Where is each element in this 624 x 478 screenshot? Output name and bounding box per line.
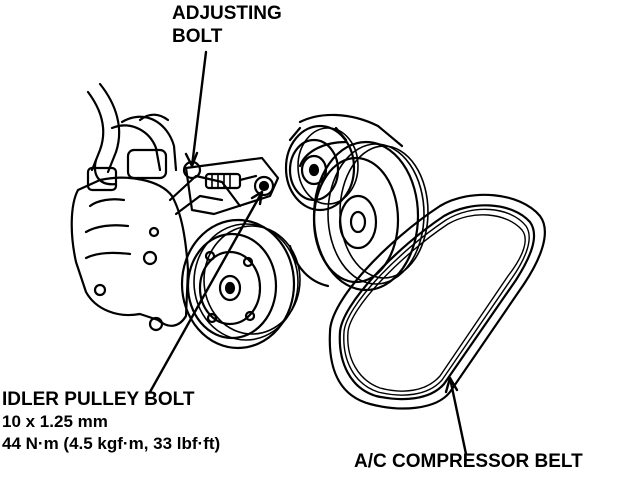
idler-pulley-bolt-torque: 44 N·m (4.5 kgf·m, 33 lbf·ft) xyxy=(2,434,221,453)
idler-pulley xyxy=(284,124,359,212)
leader-lines xyxy=(148,50,468,456)
adjusting-bolt-label-line1: ADJUSTING xyxy=(172,3,282,24)
compressor-body xyxy=(70,174,242,332)
idler-pulley-bolt-title: IDLER PULLEY BOLT xyxy=(2,389,195,410)
adjusting-bolt-callout: ADJUSTING BOLT xyxy=(172,2,282,48)
refrigerant-hoses xyxy=(86,82,178,192)
ac-compressor-belt xyxy=(328,193,546,410)
idler-pulley-bolt-size: 10 x 1.25 mm xyxy=(2,412,108,431)
adjusting-bolt-assembly xyxy=(182,156,280,216)
idler-bolt-leader xyxy=(148,190,264,394)
adjusting-bolt-leader xyxy=(190,50,208,168)
compressor-clutch-pulley xyxy=(180,218,301,350)
belt-leader xyxy=(448,376,468,456)
adjusting-bolt-label-line2: BOLT xyxy=(172,26,223,47)
ac-compressor-belt-label: A/C COMPRESSOR BELT xyxy=(354,451,583,472)
idler-pulley-bolt-callout: IDLER PULLEY BOLT 10 x 1.25 mm 44 N·m (4… xyxy=(2,388,220,455)
ac-compressor-belt-callout: A/C COMPRESSOR BELT xyxy=(354,450,583,473)
